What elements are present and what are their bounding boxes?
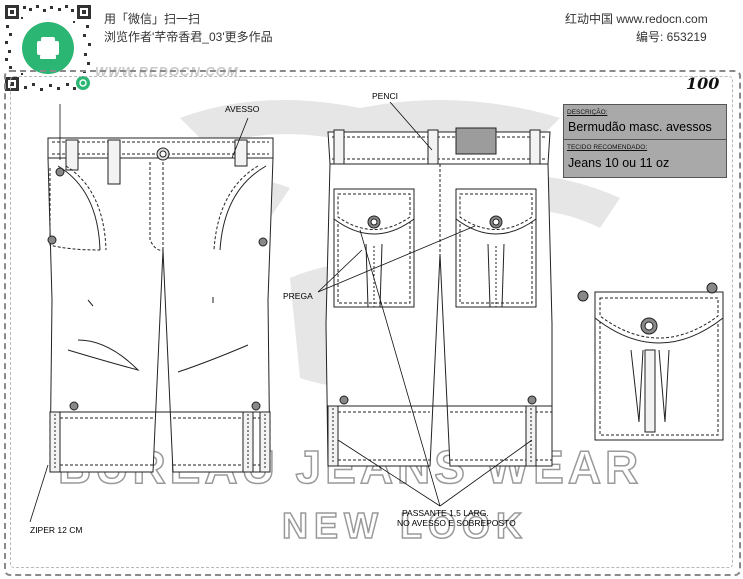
callout-penci: PENCI bbox=[372, 91, 398, 101]
site-name[interactable]: 红动中国 www.redocn.com bbox=[565, 12, 708, 26]
scan-instruction: 用「微信」扫一扫 bbox=[104, 12, 201, 26]
sheet-frame-inner bbox=[10, 76, 733, 568]
description-box: DESCRIÇÃO: Bermudão masc. avessos TECIDO… bbox=[563, 104, 727, 178]
brand-subtitle: NEW LOOK bbox=[281, 504, 528, 547]
pocket-detail-drawing bbox=[577, 282, 724, 441]
qr-code[interactable] bbox=[3, 3, 93, 93]
fabric-value: Jeans 10 ou 11 oz bbox=[568, 156, 670, 170]
callout-passante-line1: PASSANTE 1,5 LARG. bbox=[402, 508, 489, 518]
description-separator bbox=[564, 139, 726, 140]
description-value: Bermudão masc. avessos bbox=[568, 120, 712, 134]
item-id: 编号: 653219 bbox=[636, 30, 707, 44]
callout-prega: PREGA bbox=[283, 291, 313, 301]
description-label: DESCRIÇÃO: bbox=[567, 109, 608, 116]
author-link[interactable]: 浏览作者'芊帝香君_03'更多作品 bbox=[104, 30, 273, 44]
front-view-drawing bbox=[47, 137, 274, 473]
fabric-label: TECIDO RECOMENDADO: bbox=[567, 144, 648, 151]
callout-passante-line2: NO AVESSO E SOBREPOSTO bbox=[397, 518, 516, 528]
qr-code-graphic bbox=[3, 3, 93, 93]
sheet-frame bbox=[4, 70, 741, 576]
callout-avesso: AVESSO bbox=[225, 104, 260, 114]
callout-ziper: ZIPER 12 CM bbox=[30, 525, 83, 535]
back-view-drawing bbox=[325, 127, 553, 467]
page-number: 100 bbox=[686, 74, 720, 93]
